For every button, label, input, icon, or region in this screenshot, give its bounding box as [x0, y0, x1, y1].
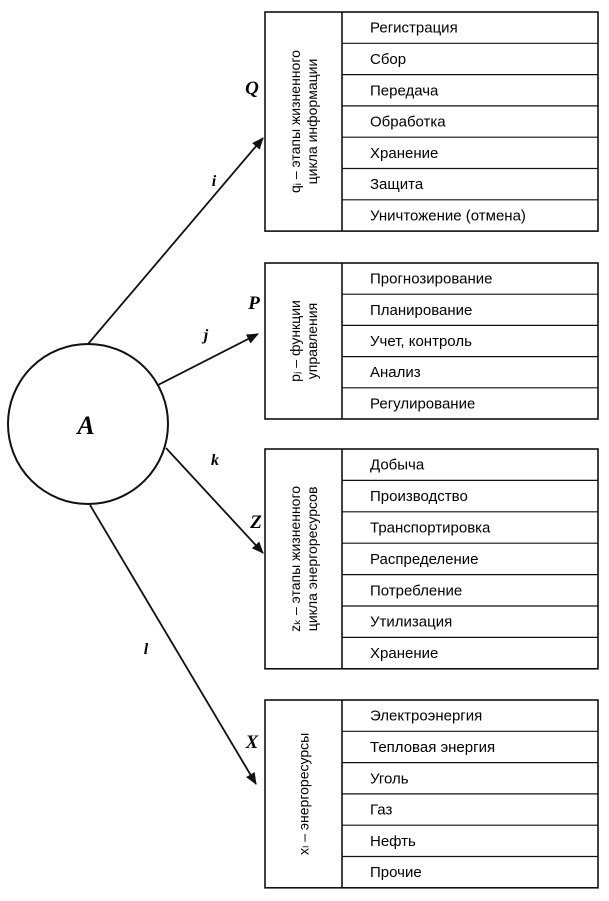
group-p-item: Прогнозирование [370, 271, 492, 288]
group-boxes: РегистрацияСборПередачаОбработкаХранение… [264, 11, 599, 889]
group-p-side-label: управления [304, 303, 320, 379]
letter-x: X [245, 732, 260, 753]
group-q-item: Сбор [370, 51, 406, 68]
arrow-to-q [87, 137, 264, 345]
group-z: ДобычаПроизводствоТранспортировкаРаспред… [264, 448, 599, 670]
letter-p: P [247, 293, 260, 314]
group-z-item: Хранение [370, 645, 438, 662]
letter-q: Q [245, 78, 259, 99]
group-x-item: Прочие [370, 864, 422, 881]
group-z-side-label: цикла энергоресурсов [304, 487, 320, 632]
center-label: A [75, 411, 94, 440]
group-p-side-label: pⱼ – функции [287, 300, 303, 382]
group-p-item: Анализ [370, 364, 421, 381]
group-q-item: Уничтожение (отмена) [370, 207, 526, 224]
group-z-item: Утилизация [370, 614, 452, 631]
index-k: k [211, 452, 219, 469]
group-q-item: Передача [370, 82, 439, 99]
group-z-item: Производство [370, 488, 468, 505]
group-z-item: Добыча [370, 457, 425, 474]
group-z-side-label: zₖ – этапы жизненного [287, 486, 303, 632]
group-q-item: Хранение [370, 145, 438, 162]
group-x-item: Уголь [370, 770, 409, 787]
group-q-item: Защита [370, 176, 424, 193]
group-z-item: Потребление [370, 582, 462, 599]
group-x-item: Тепловая энергия [370, 739, 495, 756]
index-l: l [144, 641, 149, 658]
group-x-side-label: xₗ – энергоресурсы [296, 733, 312, 855]
group-p-item: Регулирование [370, 395, 475, 412]
index-i: i [212, 173, 217, 190]
index-j: j [201, 327, 209, 344]
arrow-to-x [89, 504, 257, 785]
group-q-side-label: цикла информации [304, 59, 320, 185]
group-p-frame [264, 262, 599, 420]
group-z-item: Транспортировка [370, 520, 491, 537]
group-q-item: Регистрация [370, 20, 458, 37]
group-q-item: Обработка [370, 114, 446, 131]
group-x-item: Электроэнергия [370, 708, 482, 725]
group-q: РегистрацияСборПередачаОбработкаХранение… [264, 11, 599, 232]
letter-z: Z [249, 512, 262, 533]
group-p-item: Планирование [370, 302, 472, 319]
arrow-to-z [165, 447, 264, 554]
group-z-frame [264, 448, 599, 670]
group-x-item: Нефть [370, 833, 416, 850]
group-x-item: Газ [370, 802, 392, 819]
arrow-to-p [157, 333, 259, 386]
group-z-item: Распределение [370, 551, 479, 568]
group-q-frame [264, 11, 599, 232]
group-q-side-label: qᵢ – этапы жизненного [287, 50, 303, 193]
group-p-item: Учет, контроль [370, 333, 472, 350]
